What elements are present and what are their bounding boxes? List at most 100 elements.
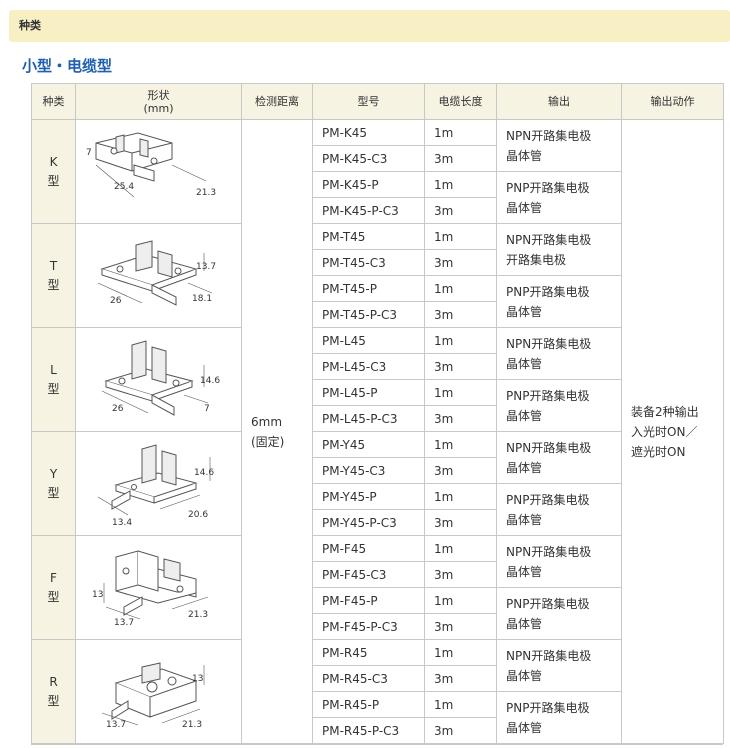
model-cell: PM-R45-C3	[312, 665, 425, 692]
header-action: 输出动作	[621, 83, 724, 120]
output-type: NPN开路集电极	[506, 440, 592, 455]
model-cell: PM-K45	[312, 119, 425, 146]
output-type: PNP开路集电极	[506, 180, 590, 195]
cable-length-cell: 1m	[424, 379, 497, 406]
header-shape-unit: (mm)	[143, 101, 174, 115]
kind-suffix: 型	[47, 485, 60, 500]
cable-length-cell: 1m	[424, 223, 497, 250]
cable-length-cell: 3m	[424, 717, 497, 744]
sensor-drawing: 25.421.37	[86, 131, 216, 198]
output-detail: 晶体管	[506, 200, 543, 215]
output-action-cell: 装备2种输出入光时ON／遮光时ON	[621, 119, 724, 744]
cable-length-cell: 3m	[424, 561, 497, 588]
dimension-label: 26	[110, 296, 122, 306]
kind-letter: F	[50, 570, 57, 585]
cable-length-cell: 1m	[424, 691, 497, 718]
dimension-label: 25.4	[114, 182, 134, 192]
action-line: 装备2种输出	[631, 404, 699, 419]
cable-length-cell: 1m	[424, 275, 497, 302]
action-line: 入光时ON／	[631, 424, 698, 439]
output-type: NPN开路集电极	[506, 336, 592, 351]
model-cell: PM-R45-P	[312, 691, 425, 718]
dimension-label: 13	[192, 674, 203, 684]
range-cell: 6mm(固定)	[241, 119, 313, 744]
section-title: 种类	[19, 19, 41, 32]
cable-length-cell: 3m	[424, 249, 497, 276]
output-detail: 晶体管	[506, 460, 543, 475]
output-detail: 晶体管	[506, 564, 543, 579]
header-shape: 形状 (mm)	[75, 83, 242, 120]
dimension-label: 13.7	[114, 618, 134, 628]
output-cell: NPN开路集电极晶体管	[496, 639, 622, 692]
output-type: PNP开路集电极	[506, 596, 590, 611]
dimension-label: 13.7	[196, 262, 216, 272]
sensor-drawing: 13.721.313	[92, 549, 209, 628]
cable-length-cell: 3m	[424, 353, 497, 380]
cable-length-cell: 3m	[424, 457, 497, 484]
range-note: (固定)	[251, 434, 285, 449]
dimension-label: 14.6	[200, 376, 220, 386]
output-cell: NPN开路集电极晶体管	[496, 327, 622, 380]
header-kind: 种类	[31, 83, 76, 120]
output-detail: 晶体管	[506, 148, 543, 163]
header-cable: 电缆长度	[424, 83, 497, 120]
output-cell: NPN开路集电极晶体管	[496, 535, 622, 588]
model-cell: PM-Y45-P-C3	[312, 509, 425, 536]
cable-length-cell: 3m	[424, 405, 497, 432]
model-cell: PM-K45-P-C3	[312, 197, 425, 224]
output-cell: NPN开路集电极晶体管	[496, 431, 622, 484]
dimension-label: 7	[204, 404, 210, 414]
cable-length-cell: 1m	[424, 587, 497, 614]
cable-length-cell: 3m	[424, 197, 497, 224]
kind-suffix: 型	[47, 277, 60, 292]
kind-suffix: 型	[47, 173, 60, 188]
header-model: 型号	[312, 83, 425, 120]
model-cell: PM-F45-P-C3	[312, 613, 425, 640]
output-cell: PNP开路集电极晶体管	[496, 483, 622, 536]
cable-length-cell: 1m	[424, 535, 497, 562]
output-type: PNP开路集电极	[506, 388, 590, 403]
model-cell: PM-L45-P-C3	[312, 405, 425, 432]
model-cell: PM-T45	[312, 223, 425, 250]
output-cell: NPN开路集电极开路集电极	[496, 223, 622, 276]
dimension-label: 20.6	[188, 510, 208, 520]
model-cell: PM-L45-C3	[312, 353, 425, 380]
model-cell: PM-R45	[312, 639, 425, 666]
cable-length-cell: 1m	[424, 639, 497, 666]
kind-suffix: 型	[47, 693, 60, 708]
output-cell: NPN开路集电极晶体管	[496, 119, 622, 172]
model-cell: PM-R45-P-C3	[312, 717, 425, 744]
model-cell: PM-Y45	[312, 431, 425, 458]
output-detail: 晶体管	[506, 720, 543, 735]
header-output: 输出	[496, 83, 622, 120]
model-cell: PM-Y45-C3	[312, 457, 425, 484]
kind-suffix: 型	[47, 381, 60, 396]
